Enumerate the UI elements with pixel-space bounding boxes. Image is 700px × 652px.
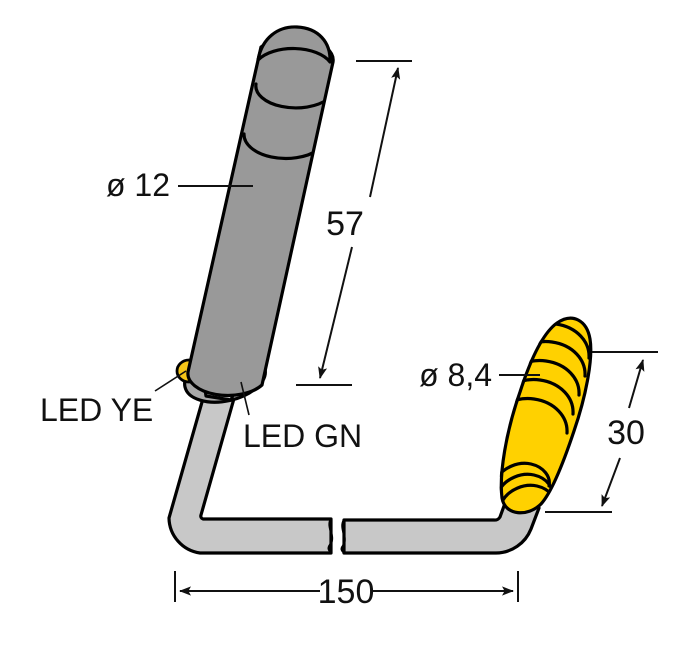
arrow-57-down xyxy=(318,246,353,379)
leader-line-led-yellow xyxy=(154,370,187,392)
callout-label-led-green: LED GN xyxy=(243,418,362,454)
arrow-57-up xyxy=(369,67,401,198)
dimension-label-57: 57 xyxy=(326,205,364,243)
arrow-30-down xyxy=(601,457,621,507)
connector-rib-6 xyxy=(499,461,551,488)
barrel-ring-grooves xyxy=(242,82,330,161)
callout-diameter-body: ø 12 xyxy=(106,167,253,203)
sensor-end-cap xyxy=(256,25,332,64)
leader-line-led-green xyxy=(240,381,250,416)
callout-diameter-connector: ø 8,4 xyxy=(419,357,540,393)
callout-label-diameter-connector: ø 8,4 xyxy=(419,357,492,393)
connector-body xyxy=(499,316,593,515)
sensor-barrel xyxy=(186,36,335,398)
dimension-label-30: 30 xyxy=(607,414,645,452)
dimension-30: 30 xyxy=(545,351,658,513)
dimension-150: 150 xyxy=(174,571,519,611)
cable-break-left xyxy=(327,517,334,555)
dimension-label-150: 150 xyxy=(318,573,375,611)
connector-rib-4 xyxy=(499,377,575,416)
callout-led-green: LED GN xyxy=(240,381,362,454)
ring-groove-1 xyxy=(254,82,330,110)
connector-rib-5 xyxy=(499,396,569,435)
callout-label-diameter-body: ø 12 xyxy=(106,167,170,203)
ring-groove-2 xyxy=(242,132,320,161)
callout-label-led-yellow: LED YE xyxy=(40,392,153,428)
dimension-57: 57 xyxy=(296,60,412,386)
sensor-barrel-assembly xyxy=(175,25,335,404)
cable-break-right xyxy=(340,518,346,555)
cable-assembly xyxy=(167,386,541,555)
cable-right-segment xyxy=(342,493,541,555)
callout-led-yellow: LED YE xyxy=(40,370,187,428)
connector-assembly xyxy=(499,316,593,515)
arrow-30-up xyxy=(628,359,645,409)
cable-left-segment xyxy=(167,386,333,555)
